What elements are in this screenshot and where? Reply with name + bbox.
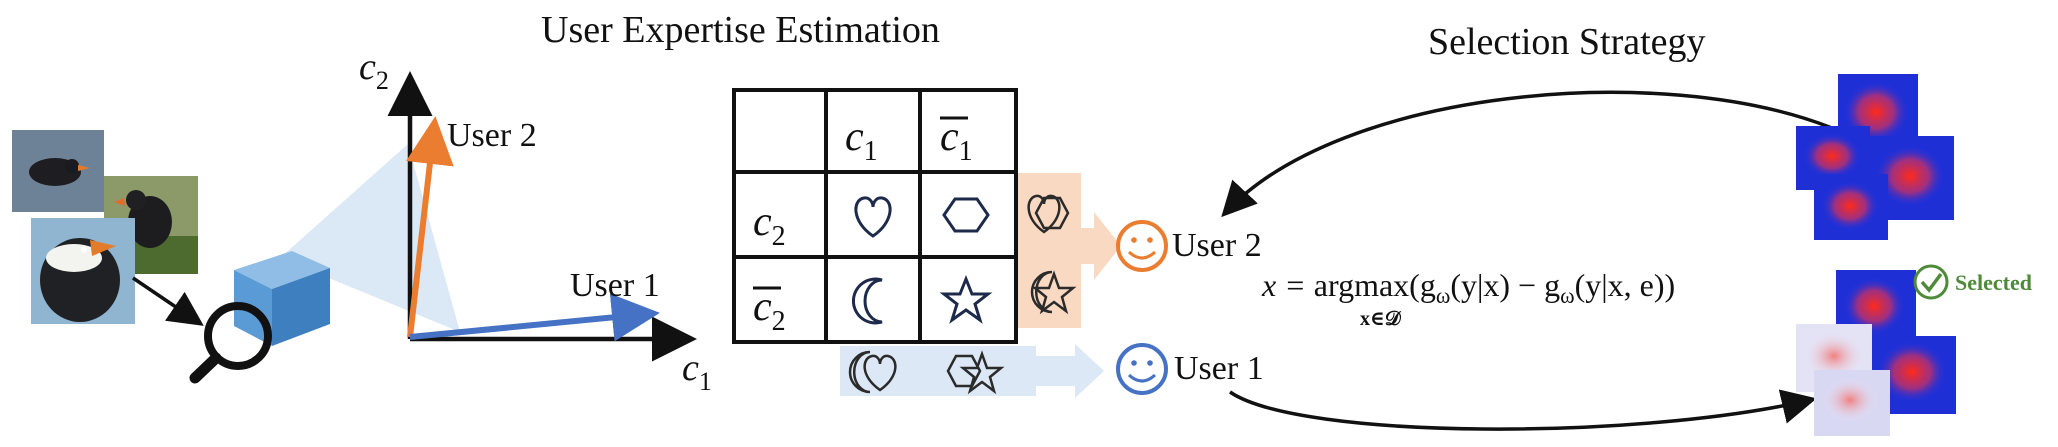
heatmap-tile [1814,174,1888,240]
user1-band-arrow [1036,344,1104,398]
svg-text:x = argmax(gω(y|x) − gω(y|x, e: x = argmax(gω(y|x) − gω(y|x, e)) [1261,267,1675,308]
bird-photo-stack [12,130,198,324]
svg-text:c1: c1 [845,114,878,167]
user2-band-arrow [1081,212,1121,280]
user1-concept-band [840,346,1036,396]
svg-text:x∈𝒟: x∈𝒟 [1360,308,1402,330]
bird-photo-1 [12,130,104,212]
user2-smiley-icon [1116,220,1168,272]
user1-expertise-vector [409,293,660,342]
user2-vector-label: User 2 [447,117,537,154]
heart-moon-combined-icon [848,350,897,394]
hexagon-star-combined-icon [946,350,1005,395]
query-arrow-from-user1 [1229,389,1817,431]
svg-text:c2: c2 [753,284,786,337]
user1-smiley-icon [1116,343,1168,395]
col-header-c1: c1 [845,114,878,167]
concept-table [732,88,1018,344]
hexagon-icon [942,197,990,233]
heart-hexagon-combined-icon [1027,194,1070,234]
moon-icon [851,277,883,325]
selected-badge-label: Selected [1955,270,2032,295]
photos-to-model-arrow [132,276,204,326]
bird-photo-3 [31,218,135,324]
heatmap-stack-user2 [1796,74,1954,240]
svg-text:c2: c2 [753,199,786,252]
heatmap-stack-user1 [1796,270,1956,436]
heart-icon [854,196,892,238]
title-selection-strategy: Selection Strategy [1428,21,1706,63]
user1-label: User 1 [1174,350,1264,387]
user2-label: User 2 [1172,227,1262,264]
row-header-c2: c2 [753,199,786,252]
magnifier-icon [189,302,272,384]
user2-expertise-vector [406,116,454,338]
title-user-expertise-estimation: User Expertise Estimation [541,9,940,51]
col-header-c1-bar: c1 [940,114,973,167]
star-icon [939,274,993,324]
x-axis-label: c1 [682,347,712,396]
selection-formula: x = argmax(gω(y|x) − gω(y|x, e)) x∈𝒟 [1261,267,1675,330]
heatmap-tile-pale [1814,370,1890,436]
y-axis-label: c2 [359,46,389,95]
selected-check-icon [1913,264,1949,300]
feedback-arrow-to-user2 [1221,90,1833,218]
row-header-c2-bar: c2 [753,284,786,337]
svg-text:c1: c1 [940,114,973,167]
user1-vector-label: User 1 [570,267,660,304]
cube-icon [234,251,330,346]
moon-star-combined-icon [1030,270,1077,315]
